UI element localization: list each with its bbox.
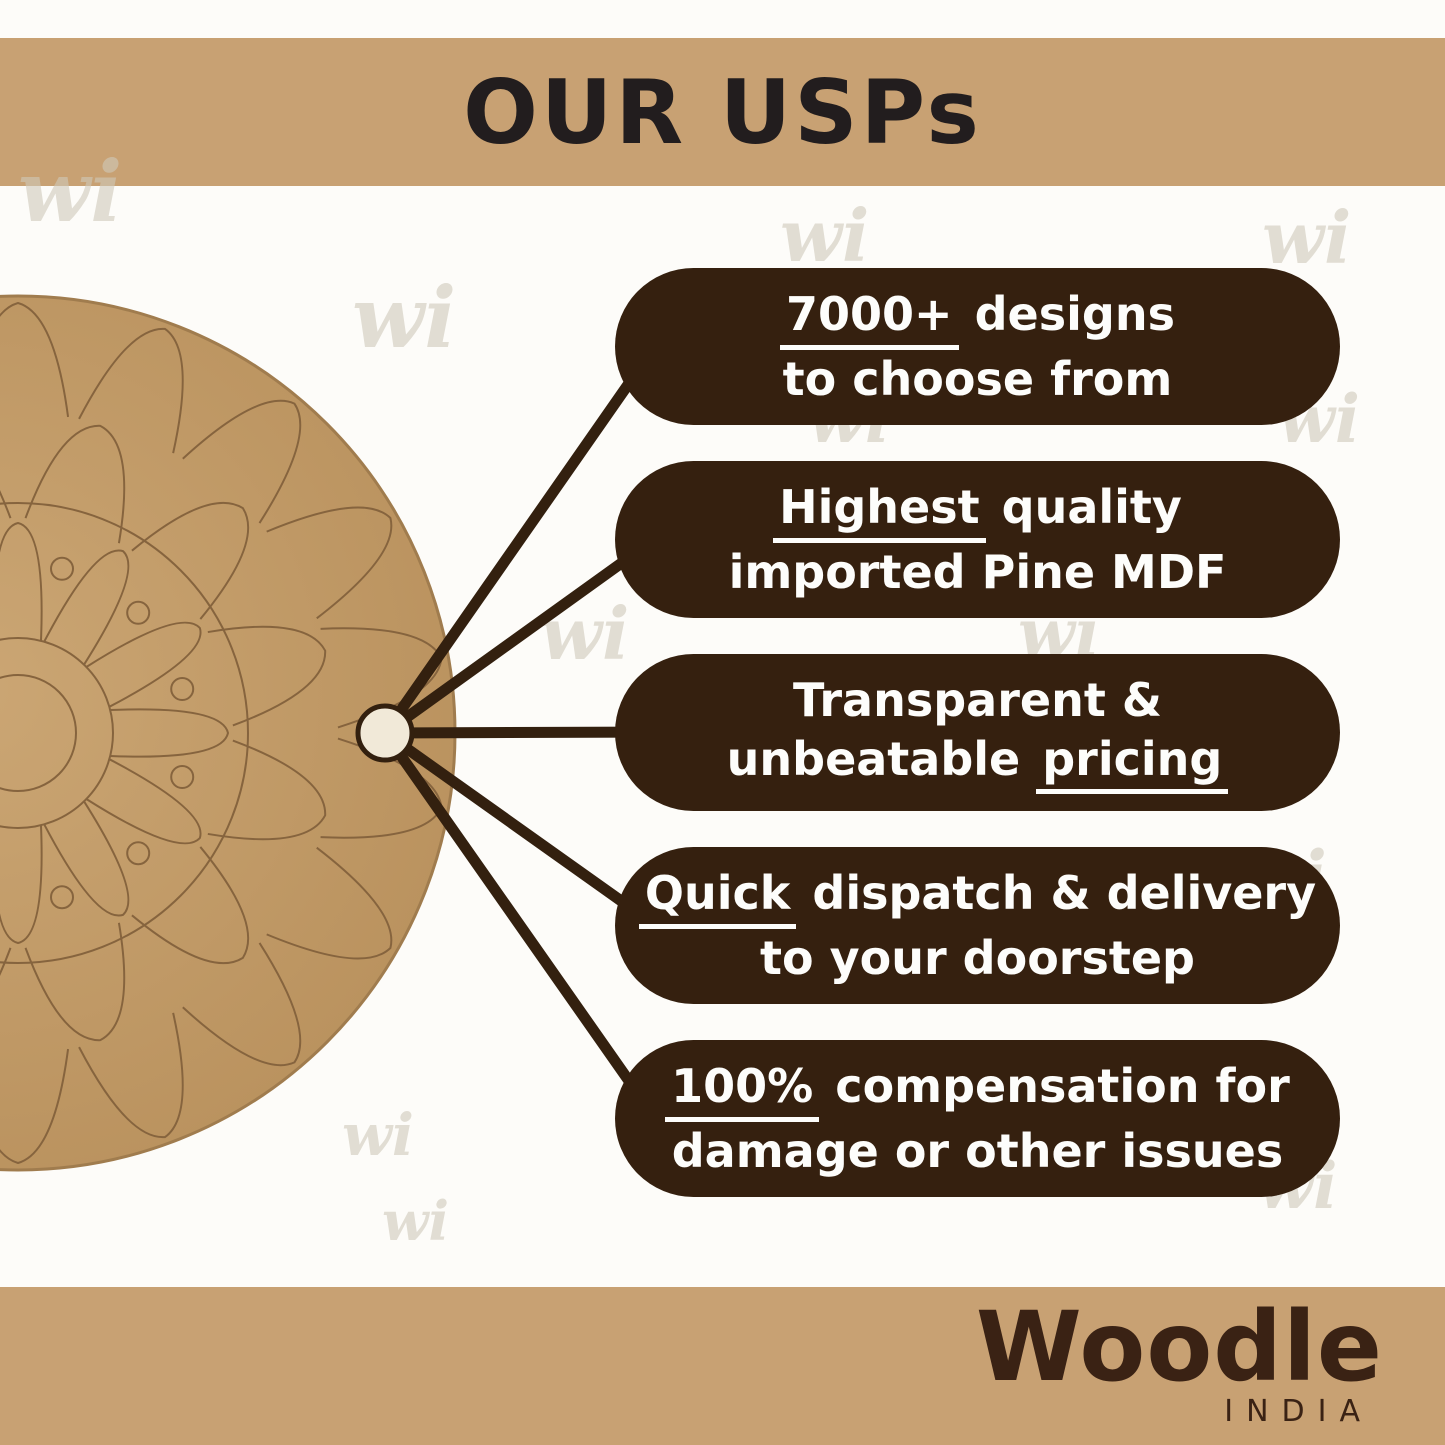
usp-text-underlined: 100% bbox=[665, 1057, 820, 1122]
usp-line: to choose from bbox=[783, 350, 1173, 409]
usp-text-underlined: pricing bbox=[1036, 730, 1229, 795]
watermark: wi bbox=[1262, 195, 1352, 280]
usp-pill: Highest quality imported Pine MDF bbox=[615, 461, 1340, 618]
watermark: wi bbox=[382, 1189, 449, 1253]
usp-text: to choose from bbox=[782, 351, 1173, 406]
usp-text: unbeatable bbox=[726, 731, 1037, 786]
usp-line: damage or other issues bbox=[672, 1122, 1283, 1181]
usp-text: designs bbox=[958, 286, 1175, 341]
page-title: OUR USPs bbox=[463, 60, 982, 164]
usp-text: Transparent & bbox=[793, 672, 1162, 727]
usp-text-underlined: Quick bbox=[638, 864, 797, 929]
header-band: OUR USPs bbox=[0, 38, 1445, 186]
usp-line: 100% compensation for bbox=[665, 1057, 1290, 1122]
usp-line: 7000+ designs bbox=[780, 285, 1175, 350]
brand-name: Woodle bbox=[975, 1291, 1383, 1404]
usp-line: unbeatable pricing bbox=[727, 730, 1229, 795]
watermark: wi bbox=[540, 591, 630, 676]
usp-pill: 7000+ designs to choose from bbox=[615, 268, 1340, 425]
usp-pill: Quick dispatch & delivery to your doorst… bbox=[615, 847, 1340, 1004]
usp-text-underlined: 7000+ bbox=[780, 285, 959, 350]
usp-text: damage or other issues bbox=[671, 1123, 1284, 1178]
usp-text: to your doorstep bbox=[760, 930, 1195, 985]
mdf-board-image bbox=[0, 294, 457, 1172]
brand-logo: Woodle INDIA bbox=[976, 1297, 1383, 1429]
usp-line: imported Pine MDF bbox=[729, 543, 1227, 602]
usp-line: Highest quality bbox=[773, 478, 1182, 543]
usp-pill: 100% compensation for damage or other is… bbox=[615, 1040, 1340, 1197]
usp-pill: Transparent & unbeatable pricing bbox=[615, 654, 1340, 811]
usp-line: Transparent & bbox=[793, 671, 1162, 730]
usp-text: compensation for bbox=[819, 1058, 1290, 1113]
usp-text: dispatch & delivery bbox=[796, 865, 1317, 920]
usp-line: Quick dispatch & delivery bbox=[638, 864, 1317, 929]
usp-text: quality bbox=[985, 479, 1182, 534]
footer-band bbox=[0, 1287, 1445, 1445]
usp-line: to your doorstep bbox=[760, 929, 1195, 988]
usp-text-underlined: Highest bbox=[773, 478, 986, 543]
brand-country: INDIA bbox=[1224, 1394, 1373, 1429]
watermark: wi bbox=[780, 193, 870, 278]
usp-text: imported Pine MDF bbox=[728, 544, 1227, 599]
